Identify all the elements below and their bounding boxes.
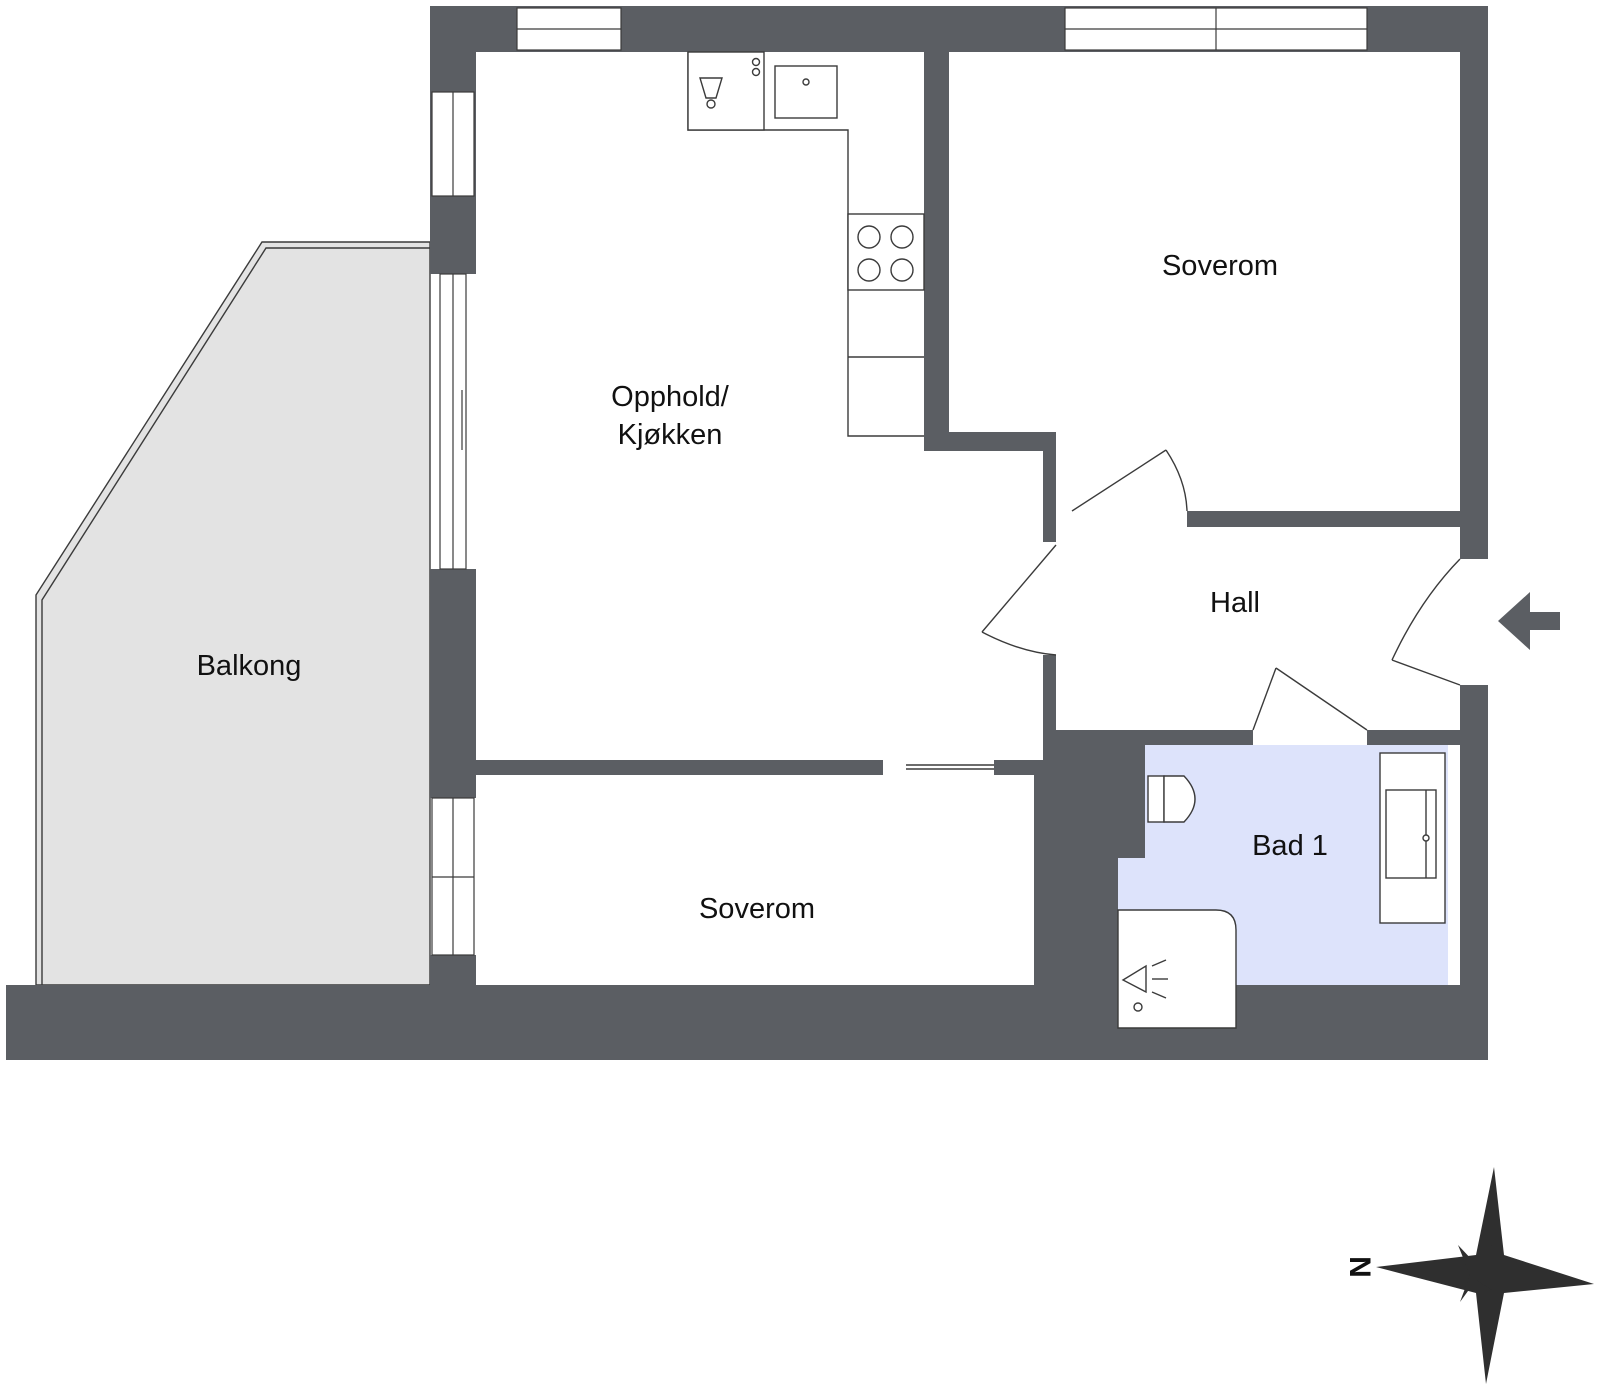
balcony-door-glazing (439, 273, 467, 570)
stove-icon (857, 225, 914, 282)
wall-bath-notch (1118, 745, 1145, 858)
kitchen-counter (687, 51, 925, 437)
window-kitchen-top (516, 7, 622, 51)
room-label-kitchen-line2: Kjøkken (618, 419, 723, 451)
door-bathroom (1252, 667, 1368, 731)
door-entrance (1391, 558, 1461, 686)
balcony-area (35, 241, 431, 986)
room-label-kitchen-line1: Opphold/ (611, 381, 730, 413)
wall-hall-west-upper (1043, 432, 1056, 542)
room-label-bathroom: Bad 1 (1252, 830, 1328, 862)
wall-left-middle (430, 569, 476, 798)
wall-bath-top-left (1043, 730, 1253, 745)
room-label-bedroom-north: Soverom (1162, 250, 1278, 282)
window-bedroom-south-west (431, 797, 475, 956)
wall-bedroom-south-top-left (476, 760, 883, 775)
sliding-door-bedroom-south (906, 764, 994, 770)
wall-bedroom-hall (1187, 511, 1460, 527)
wall-kitchen-bedroom (924, 46, 949, 451)
wall-right-upper (1460, 6, 1488, 559)
window-kitchen-west (431, 91, 475, 197)
room-label-balcony: Balkong (197, 650, 302, 682)
wall-bedroom-bottom (924, 432, 1056, 451)
room-label-hall: Hall (1210, 587, 1260, 619)
wall-bath-top-right (1367, 730, 1460, 745)
shower-icon (1117, 909, 1237, 1029)
dishwasher-icon (699, 57, 761, 109)
door-bedroom-north (1071, 449, 1188, 512)
wall-bath-bottom (1030, 1030, 1488, 1060)
window-bedroom-top (1064, 7, 1368, 51)
room-label-bedroom-south: Soverom (699, 893, 815, 925)
balcony-railing (41, 247, 430, 985)
washbasin-icon (1379, 752, 1446, 924)
entrance-arrow-icon (1498, 592, 1560, 650)
wall-bedroom-south-east (1034, 760, 1056, 1060)
toilet-icon (1147, 775, 1196, 823)
compass-rose-icon (1376, 1167, 1594, 1384)
door-hall-kitchen (981, 544, 1057, 656)
compass-north-letter: N (1343, 1256, 1376, 1278)
